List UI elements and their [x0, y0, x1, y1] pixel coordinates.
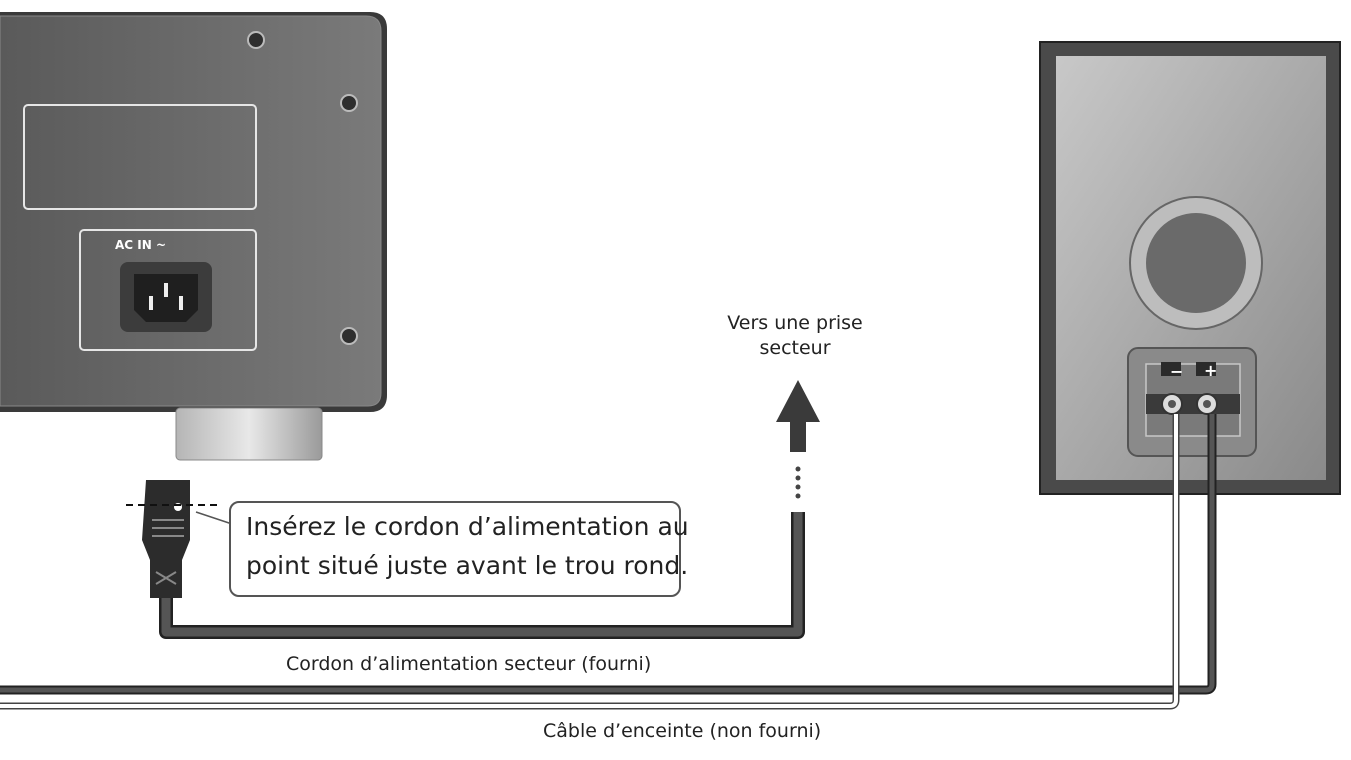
power-cord [126, 380, 820, 639]
screw-icon [247, 31, 265, 49]
speaker-cable-label: Câble d’enceinte (non fourni) [543, 720, 822, 742]
woofer-icon [1146, 213, 1246, 313]
terminal-plus-label: + [1204, 361, 1218, 380]
screw-icon [340, 327, 358, 345]
outlet-label-line1: Vers une prise [727, 312, 863, 334]
instruction-line1: Insérez le cordon d’alimentation au [246, 512, 689, 541]
ac-in-area [79, 229, 257, 351]
terminal-minus-label: − [1170, 362, 1184, 381]
outlet-label-line2: secteur [759, 337, 831, 359]
screw-icon [340, 94, 358, 112]
ac-inlet-socket [134, 274, 198, 322]
ac-in-label: AC IN ~ [115, 238, 167, 252]
label-area [23, 104, 257, 210]
main-unit [0, 12, 387, 461]
power-cord-label: Cordon d’alimentation secteur (fourni) [286, 653, 652, 675]
power-plug [126, 480, 233, 598]
arrow-up-icon [776, 380, 820, 452]
speaker-cable [0, 414, 1217, 710]
speaker [1039, 41, 1341, 495]
unit-foot [175, 407, 323, 461]
instruction-line2: point situé juste avant le trou rond. [246, 551, 689, 580]
instruction-callout [229, 501, 681, 597]
outlet-arrow [776, 380, 820, 499]
